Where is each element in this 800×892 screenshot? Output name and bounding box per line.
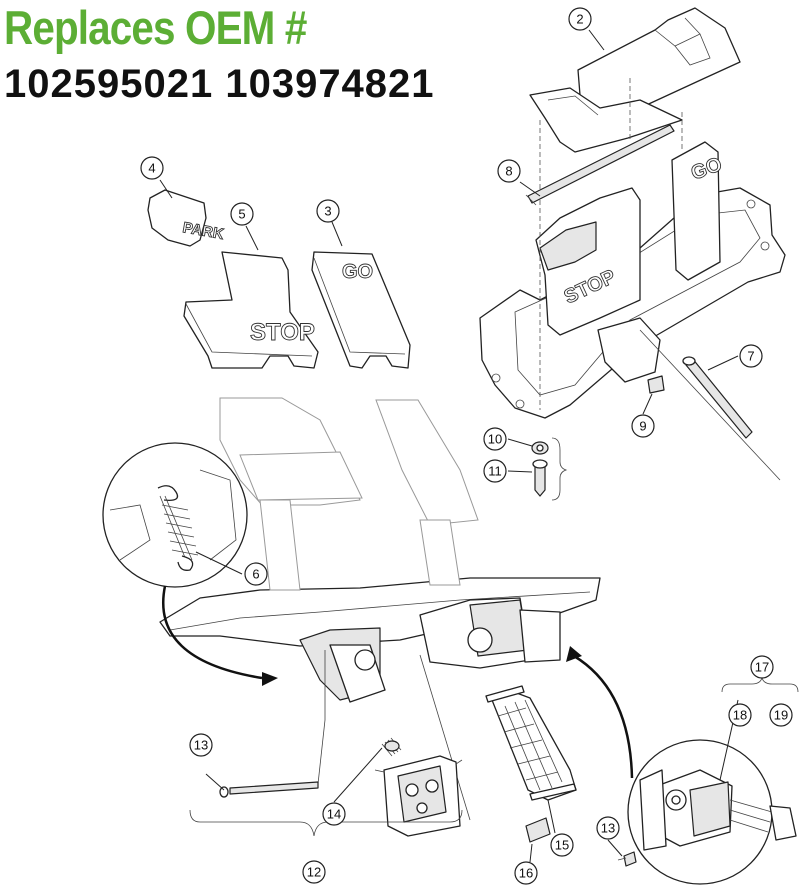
callout-11: 11	[483, 459, 507, 483]
svg-text:8: 8	[505, 164, 512, 179]
lower-exploded-parts	[219, 685, 637, 867]
callout-19: 19	[769, 703, 793, 727]
top-cover	[577, 7, 741, 119]
screw-11	[534, 464, 546, 497]
stop-pedal-assembled	[535, 187, 641, 336]
spring-detail-view	[102, 442, 248, 588]
callout-17: 17	[750, 655, 774, 679]
nut-9	[647, 375, 665, 394]
callout-14: 14	[322, 802, 346, 826]
svg-text:3: 3	[324, 204, 331, 219]
callout-2: 2	[568, 7, 592, 31]
rod-13	[229, 781, 319, 795]
svg-text:2: 2	[576, 12, 583, 27]
svg-text:13: 13	[601, 821, 615, 836]
clip-16	[525, 817, 551, 843]
pedal-frame-assembly	[159, 397, 601, 821]
stop-pad	[183, 251, 319, 369]
switch-detail-view	[627, 739, 797, 885]
callout-9: 9	[631, 414, 655, 438]
svg-text:GO: GO	[342, 261, 373, 283]
detail-arrow-right	[573, 654, 634, 779]
callout-3: 3	[316, 199, 340, 223]
go-pedal-assembled	[671, 141, 721, 281]
callouts: 2 3 4 5 6 7 8 9 10 11 12 13 13 14 15 16 …	[140, 7, 793, 885]
callout-15: 15	[550, 833, 574, 857]
callout-16: 16	[514, 861, 538, 885]
callout-18: 18	[728, 703, 752, 727]
callout-5: 5	[230, 202, 254, 226]
callout-6: 6	[244, 562, 268, 586]
callout-7: 7	[739, 344, 763, 368]
oem-part-numbers: 102595021 103974821	[4, 62, 435, 106]
callout-13-left: 13	[189, 733, 213, 757]
svg-text:STOP: STOP	[250, 319, 315, 346]
svg-text:4: 4	[148, 161, 155, 176]
bolt-7	[685, 357, 753, 439]
park-pad	[147, 189, 207, 247]
spring-6	[157, 485, 199, 571]
pedal-pads: PARK STOP GO	[147, 189, 411, 369]
svg-text:11: 11	[488, 464, 502, 479]
detail-arrow-left	[162, 585, 263, 680]
go-pad	[311, 251, 411, 369]
callout-leaders	[159, 29, 799, 863]
svg-text:17: 17	[755, 660, 769, 675]
svg-text:15: 15	[555, 838, 569, 853]
svg-text:7: 7	[747, 349, 754, 364]
svg-text:9: 9	[639, 419, 646, 434]
cover-trim	[529, 87, 683, 153]
svg-text:5: 5	[238, 207, 245, 222]
svg-text:16: 16	[519, 866, 533, 881]
callout-4: 4	[140, 156, 164, 180]
callout-13-right: 13	[596, 816, 620, 840]
svg-text:13: 13	[194, 738, 208, 753]
screw-13	[623, 851, 637, 867]
svg-text:12: 12	[307, 865, 321, 880]
svg-text:6: 6	[252, 567, 259, 582]
callout-8: 8	[497, 159, 521, 183]
callout-12: 12	[302, 860, 326, 884]
pivot-pin-8	[527, 124, 675, 204]
oem-title: Replaces OEM #	[4, 1, 307, 54]
svg-text:18: 18	[733, 708, 747, 723]
assembled-pedal-unit: GO STOP	[479, 7, 786, 501]
spring-14	[381, 737, 402, 757]
svg-text:14: 14	[327, 807, 341, 822]
svg-text:19: 19	[774, 708, 788, 723]
svg-text:10: 10	[488, 432, 502, 447]
callout-10: 10	[483, 427, 507, 451]
